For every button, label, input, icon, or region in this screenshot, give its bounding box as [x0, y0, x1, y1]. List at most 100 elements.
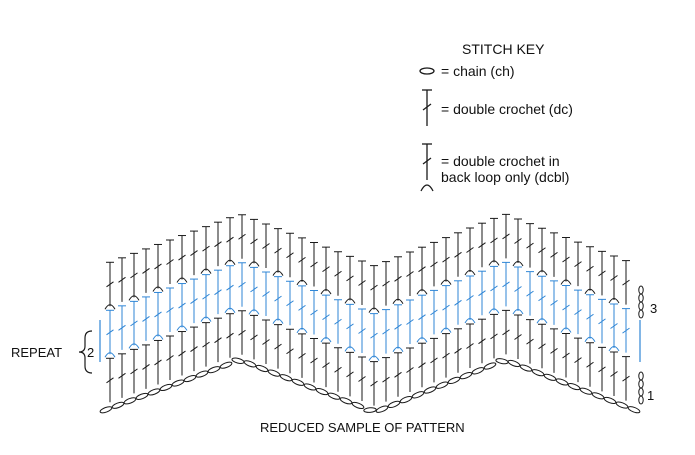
chain-stitch	[495, 358, 509, 365]
dc-row-2-stitch-bar	[586, 313, 594, 320]
dc-row-2-stitch-bar	[442, 304, 450, 311]
back-loop-mark	[488, 260, 500, 266]
chain-stitch	[315, 387, 329, 396]
chain-stitch	[159, 383, 173, 392]
back-loop-mark	[536, 270, 548, 276]
back-loop-mark	[464, 318, 476, 324]
dc-row-2-stitch-bar	[202, 293, 210, 300]
chain-stitch	[303, 383, 317, 391]
dc-row-1-stitch-bar	[166, 355, 174, 361]
dc-row-1-stitch-bar	[334, 366, 342, 373]
stitch-key-title: STITCH KEY	[462, 41, 545, 57]
back-loop-mark	[512, 261, 524, 267]
dc-row-1-stitch-bar	[346, 371, 354, 378]
key-dcbl-label-line1: = double crochet in	[441, 153, 560, 169]
dc-row-1-stitch-bar	[310, 357, 318, 364]
back-loop-mark	[176, 277, 188, 283]
chain-stitch	[459, 371, 473, 380]
dc-row-1-stitch-bar	[430, 357, 438, 364]
chain-stitch	[387, 400, 401, 409]
dc-row-1-stitch-bar	[406, 367, 414, 373]
chain-stitch	[375, 405, 389, 413]
chain-stitch	[147, 388, 161, 396]
dc-row-1-stitch-bar	[190, 346, 198, 352]
back-loop-mark	[224, 307, 236, 313]
dc-row-2-stitch-bar	[106, 329, 114, 336]
back-loop-mark	[296, 279, 308, 286]
chain-stitch	[267, 369, 281, 377]
back-loop-mark	[560, 327, 572, 333]
back-loop-mark	[416, 337, 428, 343]
dc-row-2-stitch-bar	[526, 290, 534, 297]
dc-row-1-stitch-bar	[106, 377, 114, 384]
dc-row-3-stitch-bar	[562, 256, 570, 263]
dc-row-2-stitch-bar	[574, 309, 582, 316]
key-dc-label: = double crochet (dc)	[441, 101, 573, 117]
back-loop-mark	[440, 327, 452, 333]
back-loop-mark	[416, 289, 428, 295]
dc-row-2-stitch-bar	[190, 298, 198, 304]
chain-stitch	[291, 378, 305, 386]
chain-stitch	[243, 360, 257, 368]
back-loop-mark	[296, 327, 308, 334]
dc-row-3-stitch-bar	[394, 275, 402, 282]
dc-row-2-stitch-bar	[238, 281, 246, 288]
dc-row-1-stitch-bar	[454, 347, 462, 354]
back-loop-mark	[392, 346, 404, 353]
dc-row-1-stitch-bar	[538, 343, 546, 350]
back-loop-mark	[152, 334, 164, 340]
dc-row-3-stitch-bar	[622, 279, 630, 286]
key-chain-label: = chain (ch)	[441, 63, 515, 79]
dc-row-3-stitch-bar	[178, 254, 186, 261]
dc-row-3-stitch-bar	[382, 280, 390, 287]
dc-row-1-stitch-bar	[178, 350, 186, 357]
dc-row-2-stitch-bar	[538, 295, 546, 302]
chain-stitch	[231, 357, 245, 364]
dc-row-2-stitch-bar	[334, 318, 342, 325]
dc-row-1-stitch-bar	[358, 376, 366, 382]
dc-row-3-stitch-bar	[298, 256, 306, 263]
dc-row-3-stitch-bar	[346, 275, 354, 282]
chain-stitch	[483, 362, 497, 370]
back-loop-mark	[248, 261, 260, 267]
key-dcbl-label-line2: back loop only (dcbl)	[441, 169, 569, 185]
turning-chain-stitch	[638, 371, 644, 381]
dc-row-2-stitch-bar	[226, 284, 234, 291]
dc-row-1-stitch-bar	[574, 357, 582, 364]
dc-row-3-stitch-bar	[550, 251, 558, 258]
dc-row-3-stitch-bar	[310, 261, 318, 268]
back-loop-mark	[176, 325, 188, 331]
chain-stitch	[411, 391, 425, 399]
row-number-3: 3	[650, 301, 657, 316]
chain-stitch	[507, 359, 521, 368]
dc-row-3-stitch-bar	[130, 272, 138, 279]
double-crochet-icon	[422, 89, 432, 126]
back-loop-mark	[560, 279, 572, 285]
dc-row-3-stitch-bar	[274, 247, 282, 254]
dc-row-2-stitch-bar	[502, 281, 510, 288]
dc-row-3-stitch-bar	[514, 238, 522, 244]
dc-row-3-stitch-bar	[586, 265, 594, 272]
chain-stitch	[603, 396, 617, 405]
dc-row-1-stitch-bar	[214, 337, 222, 344]
ripple-stitch-chart	[99, 213, 644, 414]
back-loop-mark	[272, 270, 284, 276]
dc-row-2-stitch-bar	[622, 327, 630, 334]
back-loop-mark	[584, 288, 596, 294]
dc-row-2-stitch-bar	[454, 299, 462, 306]
dc-row-1-stitch-bar	[250, 334, 258, 341]
dc-row-2-stitch-bar	[610, 323, 618, 329]
dc-row-2-stitch-bar	[346, 323, 354, 330]
dc-row-1-stitch-bar	[394, 371, 402, 378]
dc-row-2-stitch-bar	[598, 318, 606, 325]
dc-row-1-stitch-bar	[442, 352, 450, 359]
dc-row-2-stitch-bar	[550, 299, 558, 306]
dc-row-2-stitch-bar	[262, 291, 270, 297]
dc-row-3-stitch-bar	[538, 247, 546, 254]
dc-row-2-stitch-bar	[382, 328, 390, 335]
dc-row-2-stitch-bar	[178, 302, 186, 309]
dc-row-3-stitch-bar	[526, 242, 534, 249]
dc-row-3-stitch-bar	[214, 241, 222, 248]
dc-row-1-stitch-bar	[514, 334, 522, 340]
dc-row-2-stitch-bar	[118, 324, 126, 331]
